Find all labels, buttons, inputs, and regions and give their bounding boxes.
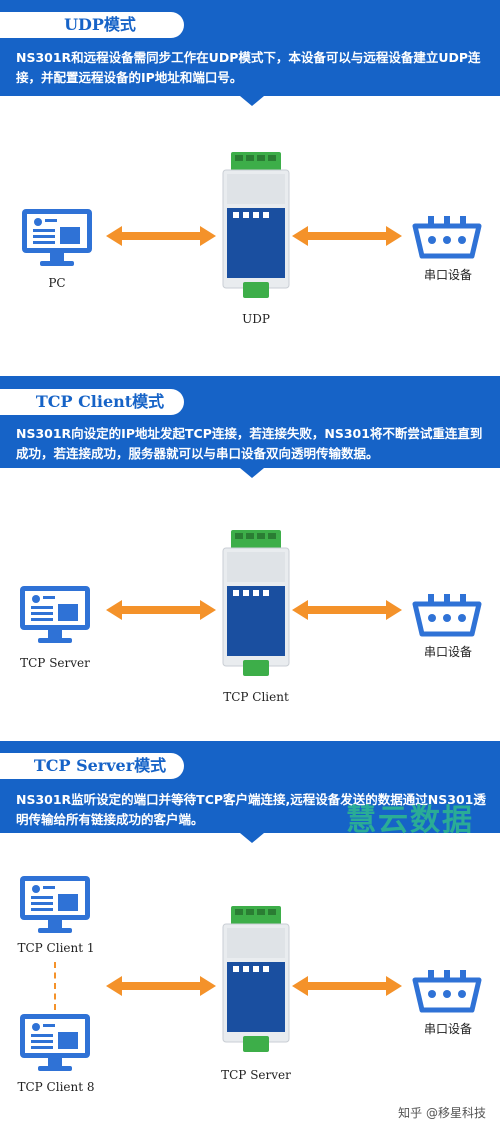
tcp-client-left-label: TCP Server [20,656,90,670]
tcp-server-left-label-bottom: TCP Client 8 [17,1080,95,1094]
client-dashed-connector [54,962,56,1010]
tcp-server-monitor-icon [18,584,92,646]
serial-device-icon [412,216,482,262]
serial-device-icon [412,970,482,1016]
tcp-server-description: NS301R监听设定的端口并等待TCP客户端连接,远程设备发送的数据通过NS30… [16,792,486,827]
tcp-client-8-monitor-icon [18,1012,92,1074]
tcp-server-left-arrow-icon [106,976,216,996]
tcp-client-description: NS301R向设定的IP地址发起TCP连接，若连接失败，NS301将不断尝试重连… [16,426,483,461]
udp-left-arrow-icon [106,226,216,246]
tcp-client-left-arrow-icon [106,600,216,620]
udp-device-icon [221,152,291,302]
pc-monitor-icon [20,207,94,269]
tcp-server-left-label-top: TCP Client 1 [17,941,95,955]
serial-device-icon [412,594,482,640]
udp-right-label: 串口设备 [423,268,472,282]
udp-device-label: UDP [242,312,270,326]
tcp-server-banner-notch [240,833,264,843]
udp-right-arrow-icon [292,226,402,246]
tcp-server-device-label: TCP Server [221,1068,291,1082]
udp-banner-notch [240,96,264,106]
tcp-client-right-arrow-icon [292,600,402,620]
tcp-server-device-icon [221,906,291,1056]
tcp-client-device-label: TCP Client [223,690,289,704]
tcp-server-right-label: 串口设备 [423,1022,472,1036]
tcp-server-mode-title: TCP Server模式 [0,753,184,779]
watermark-text: 慧云数据 [346,803,474,838]
tcp-server-right-arrow-icon [292,976,402,996]
tcp-client-device-icon [221,530,291,680]
udp-mode-title: UDP模式 [0,12,184,38]
tcp-client-1-monitor-icon [18,874,92,936]
tcp-client-banner-notch [240,468,264,478]
tcp-client-mode-title: TCP Client模式 [0,389,184,415]
udp-description: NS301R和远程设备需同步工作在UDP模式下，本设备可以与远程设备建立UDP连… [16,50,481,85]
udp-left-label: PC [48,276,66,290]
source-credit: 知乎 @移星科技 [398,1106,486,1120]
tcp-client-right-label: 串口设备 [423,645,472,659]
